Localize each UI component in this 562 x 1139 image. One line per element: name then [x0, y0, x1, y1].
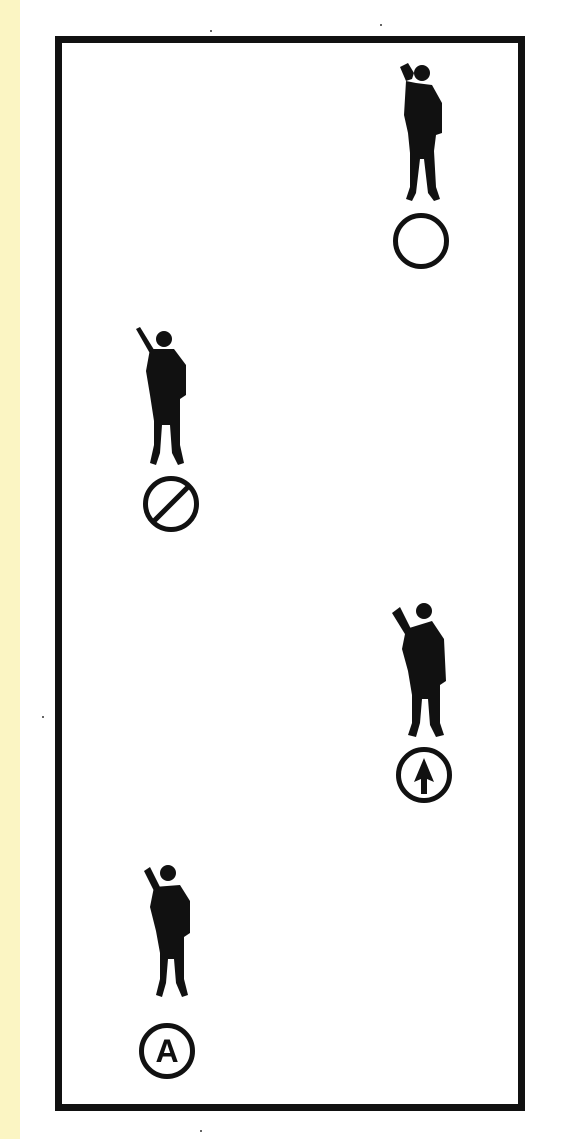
soldier-silhouette-icon [130, 325, 200, 473]
soldier-silhouette-icon [136, 861, 206, 1009]
soldier-silhouette-icon [386, 59, 456, 207]
letter-circle-marker: A [139, 1023, 195, 1079]
soldier-silhouette-icon [388, 599, 458, 747]
arrow-up-icon [401, 752, 447, 798]
open-circle-marker [393, 213, 449, 269]
scan-speck [210, 30, 212, 32]
scan-speck [42, 716, 44, 718]
arrow-circle-marker [396, 747, 452, 803]
slash-line [152, 485, 191, 524]
diagram-frame: A [55, 36, 525, 1111]
marker-letter: A [144, 1028, 190, 1074]
slashed-circle-marker [143, 476, 199, 532]
scan-speck [380, 24, 382, 26]
scan-speck [200, 1130, 202, 1132]
